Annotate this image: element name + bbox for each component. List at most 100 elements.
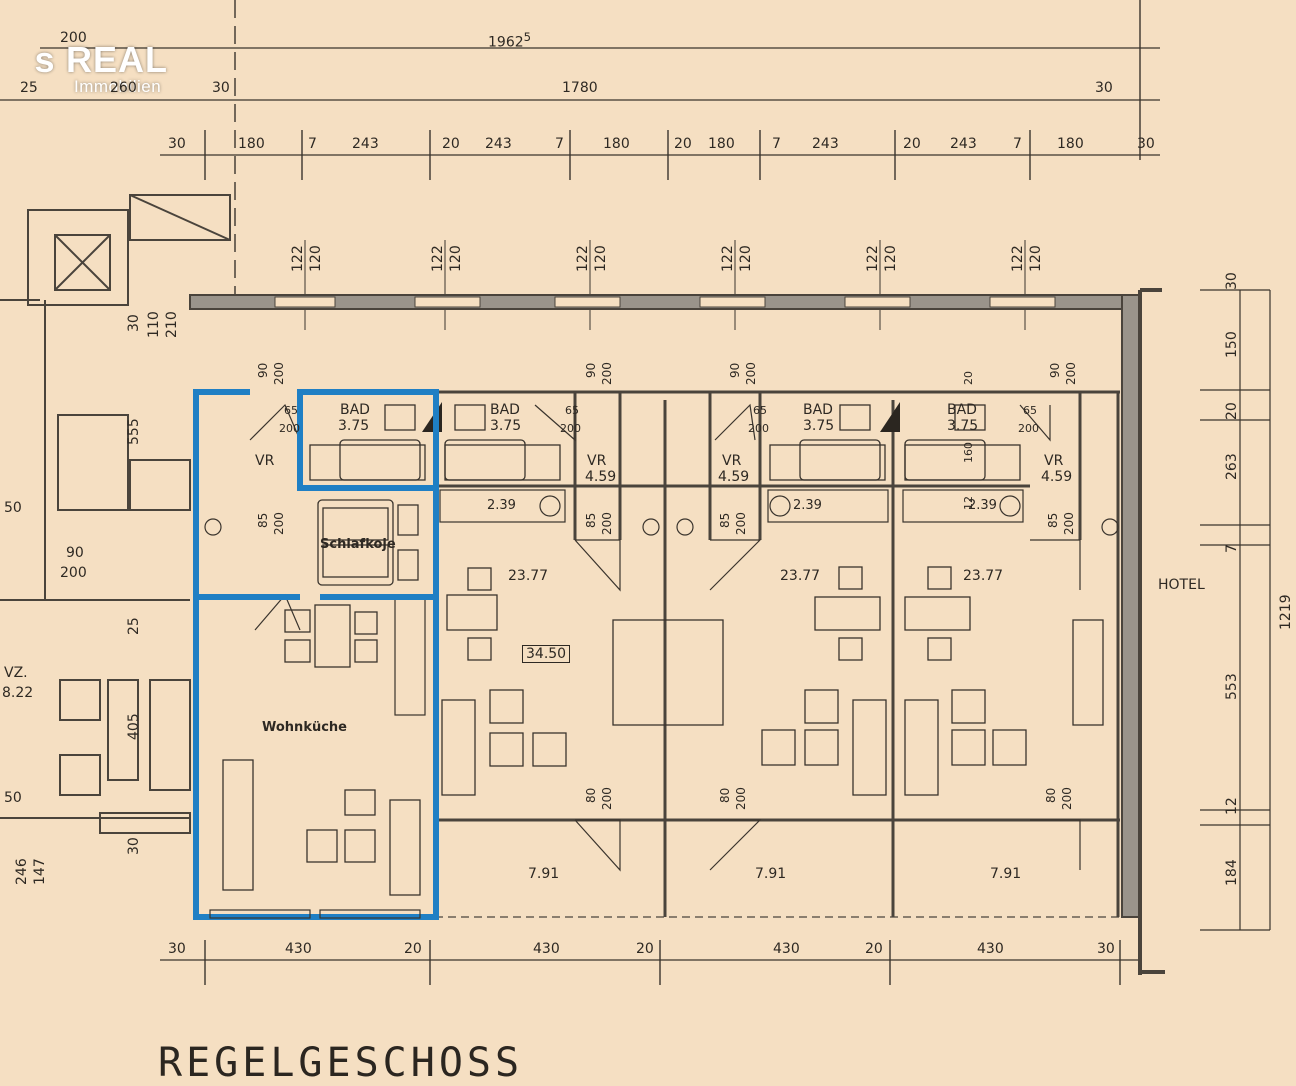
living-area-2: 23.77 — [780, 568, 821, 584]
door-f-dim: 160 — [962, 442, 975, 463]
window-dim-2-outer: 122 — [430, 245, 446, 272]
window-dim-1-outer: 122 — [290, 245, 306, 272]
door-c-1-h: 200 — [272, 512, 286, 535]
dim-row-1: 180 — [238, 136, 265, 152]
exterior-wall-top — [189, 294, 1141, 310]
dim-row-13: 243 — [950, 136, 977, 152]
left-dim-210: 210 — [164, 311, 180, 338]
dim-right-0: 30 — [1224, 272, 1240, 290]
dim-right-7: 184 — [1224, 859, 1240, 886]
left-room-area: 50 — [4, 500, 22, 516]
dim-row-8: 20 — [674, 136, 692, 152]
door-b-4-w: 65 — [1023, 404, 1037, 417]
dim-bottom-0: 30 — [168, 941, 186, 957]
unit-area-badge: 34.50 — [522, 645, 571, 663]
vz-area: 8.22 — [2, 685, 34, 701]
dim-bottom-6: 20 — [865, 941, 883, 957]
dim-row-3: 243 — [352, 136, 379, 152]
door-b-2-w: 65 — [565, 404, 579, 417]
dim-left-b: 25 — [20, 80, 38, 96]
dim-bottom-4: 20 — [636, 941, 654, 957]
door-c-2-h: 200 — [600, 512, 614, 535]
dimension-ticks — [204, 0, 1141, 985]
balcony-area-3: 7.91 — [990, 866, 1022, 882]
window-dim-4-outer: 122 — [720, 245, 736, 272]
dim-row-11: 243 — [812, 136, 839, 152]
door-b-3-h: 200 — [748, 422, 769, 435]
dim-overall: 19625 — [488, 30, 531, 51]
living-area-1: 23.77 — [508, 568, 549, 584]
door-a-3-w: 90 — [728, 362, 742, 378]
window-dim-1-inner: 120 — [308, 245, 324, 272]
dim-right-d: 30 — [1095, 80, 1113, 96]
window-axis-lines — [304, 240, 1026, 330]
hotel-label: HOTEL — [1158, 577, 1205, 593]
left-dim-25: 25 — [126, 617, 142, 635]
dim-left-c: 260 — [110, 80, 137, 96]
door-d-2-w: 80 — [718, 787, 732, 803]
door-a-1-w: 90 — [256, 362, 270, 378]
brand-name: REAL — [66, 39, 168, 80]
window-dim-4-inner: 120 — [738, 245, 754, 272]
door-d-2-h: 200 — [734, 787, 748, 810]
dim-row-0: 30 — [168, 136, 186, 152]
dim-left-a: 200 — [60, 30, 87, 46]
brand-s-icon: s — [34, 39, 56, 80]
dim-right-total: 1219 — [1278, 594, 1294, 630]
highlighted-apartment — [193, 389, 439, 920]
living-area-3: 23.77 — [963, 568, 1004, 584]
vr-area-4: 4.59 — [1041, 469, 1073, 485]
door-a-1-h: 200 — [272, 362, 286, 385]
left-dim-50: 50 — [4, 790, 22, 806]
dim-right-2: 20 — [1224, 402, 1240, 420]
window-dim-2-inner: 120 — [448, 245, 464, 272]
dim-row-2: 7 — [308, 136, 317, 152]
balcony-area-2: 7.91 — [755, 866, 787, 882]
plan-title: REGELGESCHOSS — [158, 1040, 524, 1086]
window-dim-3-outer: 122 — [575, 245, 591, 272]
dimension-lines — [0, 47, 1271, 961]
vr-label-1: VR — [255, 453, 275, 469]
door-a-2-h: 200 — [600, 362, 614, 385]
left-dim-555: 555 — [126, 418, 142, 445]
bad-label-1: BAD — [340, 402, 370, 418]
left-dim-147: 147 — [32, 858, 48, 885]
dim-bottom-3: 430 — [533, 941, 560, 957]
bad-area-4: 3.75 — [947, 418, 979, 434]
door-c-3-w: 85 — [718, 512, 732, 528]
dim-row-9: 180 — [708, 136, 735, 152]
dim-overall-value: 1962 — [488, 34, 524, 51]
door-d-3-w: 80 — [1044, 787, 1058, 803]
kitchen-counters — [394, 489, 1024, 716]
dim-row-14: 7 — [1013, 136, 1022, 152]
left-dim-110: 110 — [146, 311, 162, 338]
dim-left-d: 30 — [212, 80, 230, 96]
dim-right-4: 7 — [1224, 544, 1240, 553]
window-dim-5-outer: 122 — [865, 245, 881, 272]
dim-row-12: 20 — [903, 136, 921, 152]
door-a-4-w: 90 — [1048, 362, 1062, 378]
outlet-circles — [204, 518, 1119, 536]
door-b-1-w: 65 — [284, 404, 298, 417]
bad-area-2: 3.75 — [490, 418, 522, 434]
brand-subtitle: Immobilien — [74, 77, 162, 96]
bad-label-2: BAD — [490, 402, 520, 418]
left-dim-405: 405 — [126, 713, 142, 740]
left-dim-200: 200 — [60, 565, 87, 581]
window-dim-6-outer: 122 — [1010, 245, 1026, 272]
kitchen-area-1: 2.39 — [487, 498, 516, 513]
left-dim-30b: 30 — [126, 837, 142, 855]
left-dim-90: 90 — [66, 545, 84, 561]
door-c-4-h: 200 — [1062, 512, 1076, 535]
vr-label-3: VR — [722, 453, 742, 469]
terrace-strip — [209, 909, 421, 919]
dim-row-16: 30 — [1137, 136, 1155, 152]
left-dim-246: 246 — [14, 858, 30, 885]
vr-label-4: VR — [1044, 453, 1064, 469]
dim-row-10: 7 — [772, 136, 781, 152]
schlafkoje-label: Schlafkoje — [320, 537, 396, 552]
window-dim-6-inner: 120 — [1028, 245, 1044, 272]
door-a-4-h: 200 — [1064, 362, 1078, 385]
